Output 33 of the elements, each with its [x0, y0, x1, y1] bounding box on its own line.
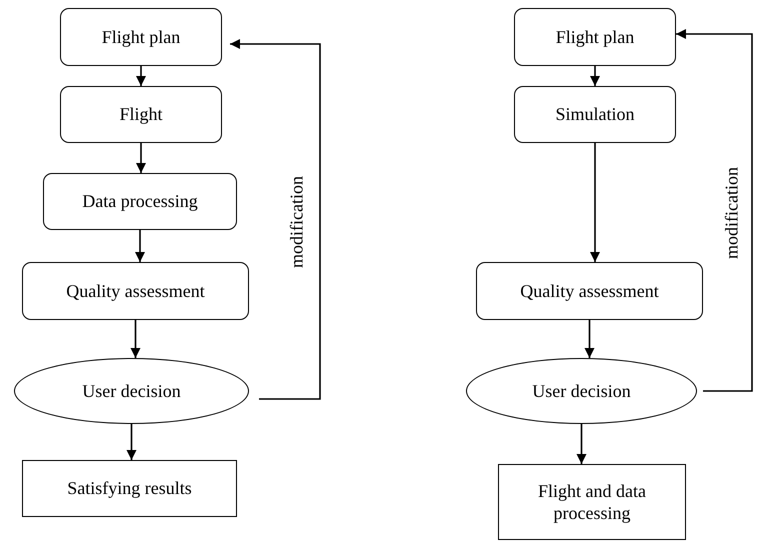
process-box	[22, 262, 249, 320]
arrow	[584, 320, 594, 358]
arrow	[590, 66, 600, 86]
node-label: Satisfying results	[67, 477, 192, 500]
arrow	[676, 29, 753, 392]
process-box	[60, 8, 222, 66]
node-label: Flight	[119, 103, 162, 126]
process-box	[514, 86, 676, 143]
process-box	[60, 86, 222, 143]
process-box	[476, 262, 703, 320]
process-box	[514, 8, 676, 66]
arrow	[130, 320, 140, 358]
node-label: User decision	[532, 380, 631, 402]
node-label: Data processing	[82, 190, 198, 213]
node-label: Quality assessment	[66, 280, 205, 302]
arrow	[135, 230, 145, 262]
arrow	[136, 66, 146, 86]
arrow	[590, 143, 600, 262]
arrow	[230, 39, 321, 400]
node-label: User decision	[82, 380, 181, 402]
process-box	[43, 173, 237, 230]
node-label: Simulation	[555, 103, 634, 126]
edge-label: modification	[722, 166, 742, 258]
node-label: Flight plan	[556, 26, 634, 48]
arrow	[576, 424, 586, 464]
process-box	[498, 464, 686, 540]
arrow	[126, 424, 136, 460]
process-box	[22, 460, 237, 517]
node-label: Flight plan	[102, 26, 180, 48]
arrow	[136, 143, 146, 173]
node-label: Quality assessment	[520, 280, 659, 302]
node-label: Flight and data processing	[537, 480, 647, 524]
edge-label: modification	[286, 176, 308, 268]
